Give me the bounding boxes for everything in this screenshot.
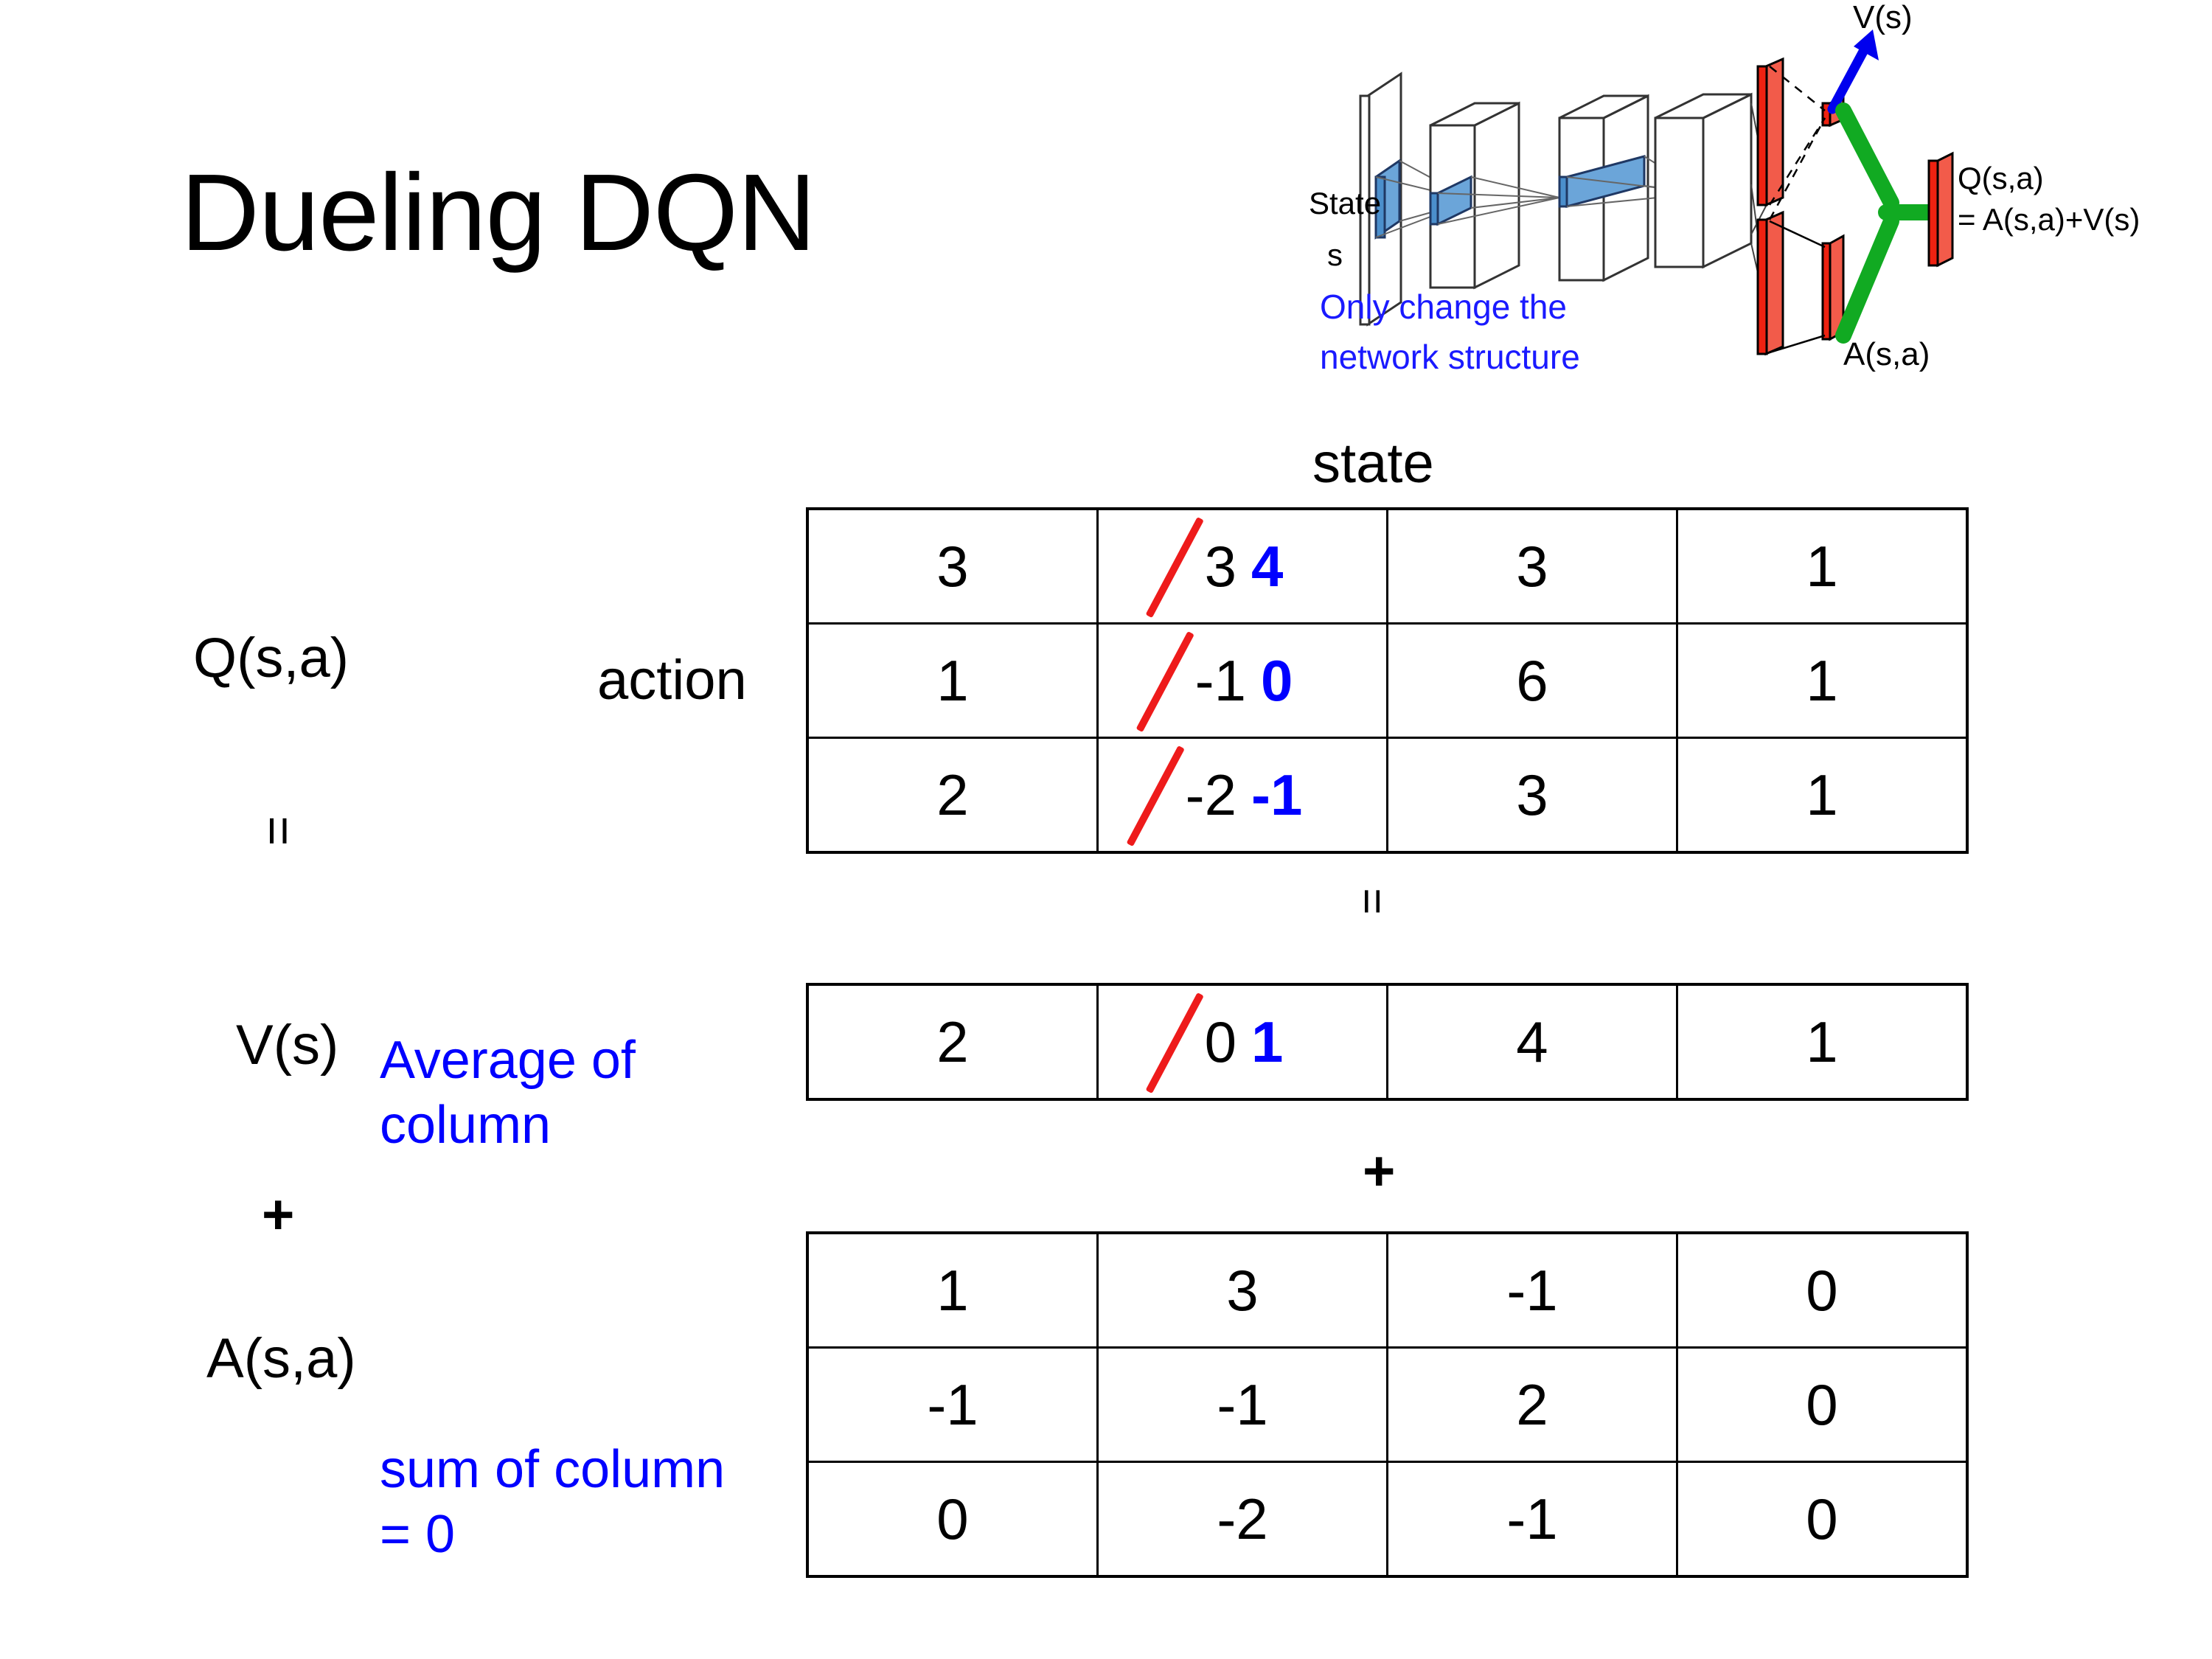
table-cell: 4	[1386, 983, 1678, 1101]
average-of-column-note: Average of column	[380, 1031, 636, 1155]
table-cell: -2	[1096, 1461, 1388, 1578]
advantage-stream-bar-icon	[1756, 210, 1784, 356]
table-cell: 0	[806, 1461, 1099, 1578]
struck-out-value: -2	[1183, 762, 1239, 829]
value-arrow-icon	[1827, 29, 1879, 114]
table-cell: 0	[1676, 1461, 1969, 1578]
table-cell: -1	[806, 1346, 1099, 1463]
q-output-label-line2: = A(s,a)+V(s)	[1958, 202, 2140, 237]
table-cell: 1	[806, 622, 1099, 739]
network-note-line1: Only change the	[1320, 288, 1567, 326]
table-cell: 1	[1676, 622, 1969, 739]
q-output-label-line1: Q(s,a)	[1958, 161, 2044, 195]
table-cell: 2	[806, 983, 1099, 1101]
sum-of-column-note: sum of column = 0	[380, 1440, 726, 1564]
action-axis-label: action	[597, 649, 747, 712]
state-label-line2: s	[1327, 237, 1343, 272]
table-cell: 1	[806, 1231, 1099, 1349]
table-cell: -2-1	[1096, 737, 1388, 854]
table-cell: 1	[1676, 983, 1969, 1101]
table-cell: 0	[1676, 1231, 1969, 1349]
table-cell: 1	[1676, 507, 1969, 625]
q-function-label: Q(s,a)	[193, 627, 349, 689]
network-note-line2: network structure	[1320, 338, 1580, 376]
corrected-value: 1	[1251, 1009, 1284, 1074]
value-function-label: V(s)	[236, 1014, 339, 1077]
table-cell: 2	[1386, 1346, 1678, 1463]
table-cell: -1	[1386, 1231, 1678, 1349]
table-cell: 3	[806, 507, 1099, 625]
page-title: Dueling DQN	[181, 152, 816, 274]
struck-out-value: 0	[1202, 1009, 1239, 1076]
equals-sign-middle: =	[1346, 888, 1398, 912]
table-cell: 6	[1386, 622, 1678, 739]
table-cell: 0	[1676, 1346, 1969, 1463]
corrected-value: -1	[1251, 762, 1303, 827]
plus-sign-middle: +	[1363, 1140, 1396, 1203]
corrected-value: 0	[1260, 647, 1293, 713]
struck-out-value: -1	[1192, 647, 1249, 714]
aggregation-merge-icon	[1835, 102, 1940, 344]
advantage-node-icon	[1821, 234, 1845, 341]
table-cell: 3	[1386, 507, 1678, 625]
table-cell: 3	[1386, 737, 1678, 854]
conv-block-3-icon	[1654, 92, 1753, 269]
dueling-network-diagram: State s V(s) A(s,a) Q(s,a) = A(s,a)+V(s)…	[1106, 0, 2212, 413]
plus-sign-left: +	[262, 1183, 295, 1246]
state-label-line1: State	[1309, 186, 1381, 220]
state-axis-label: state	[1312, 432, 1434, 495]
table-cell: 2	[806, 737, 1099, 854]
table-cell: -1	[1386, 1461, 1678, 1578]
struck-out-value: 3	[1202, 533, 1239, 600]
advantage-function-label: A(s,a)	[206, 1327, 356, 1390]
table-cell: -1	[1096, 1346, 1388, 1463]
value-output-label: V(s)	[1853, 0, 1913, 35]
value-stream-bar-icon	[1756, 57, 1784, 207]
q-output-bar-icon	[1927, 151, 1954, 268]
table-cell: 3	[1096, 1231, 1388, 1349]
corrected-value: 4	[1251, 533, 1284, 599]
table-cell: 1	[1676, 737, 1969, 854]
equals-sign-left: =	[250, 815, 308, 844]
advantage-output-label: A(s,a)	[1843, 336, 1930, 372]
input-patch-icon	[1374, 159, 1401, 240]
